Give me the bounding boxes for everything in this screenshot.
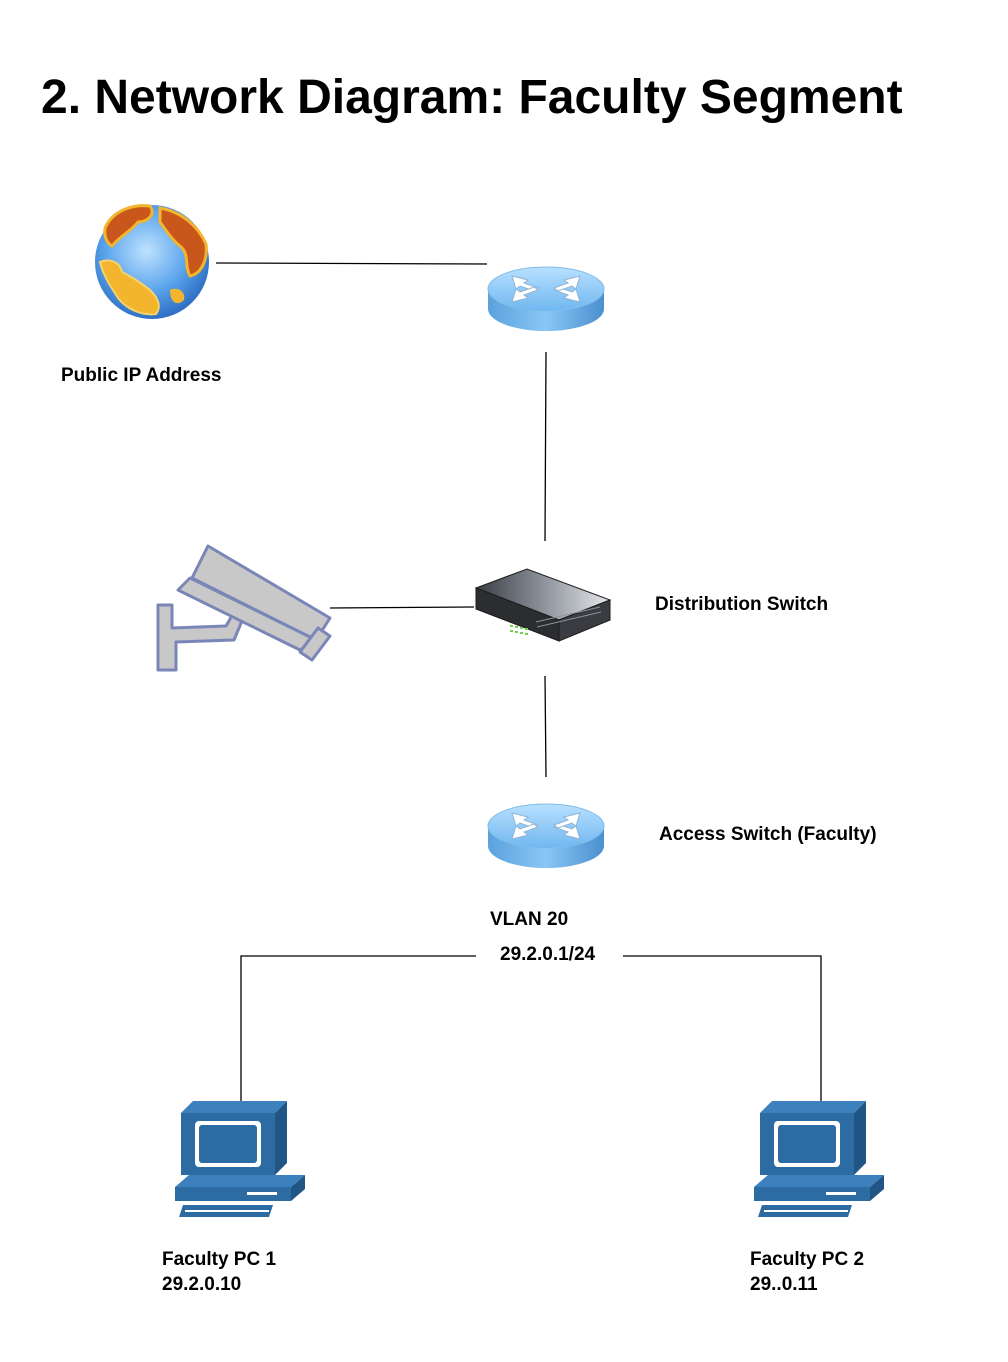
globe-icon — [95, 204, 209, 319]
desktop-computer-icon — [175, 1101, 305, 1217]
pc2-ip-label: 29..0.11 — [750, 1274, 818, 1295]
link-internet-router — [215, 262, 488, 265]
subnet-label: 29.2.0.1/24 — [500, 944, 596, 965]
pc1-ip-label: 29.2.0.10 — [162, 1274, 242, 1295]
link-camera-distribution — [329, 606, 475, 609]
desktop-computer-icon — [754, 1101, 884, 1217]
internet-label: Public IP Address — [61, 365, 222, 386]
link-access-pc2 — [623, 955, 822, 1101]
cctv-camera-icon — [156, 544, 332, 672]
link-lines — [215, 262, 822, 1101]
network-switch-icon — [474, 568, 612, 642]
vlan-label: VLAN 20 — [490, 909, 569, 930]
router-icon — [487, 266, 605, 331]
page-title: 2. Network Diagram: Faculty Segment — [41, 71, 903, 124]
pc1-name-label: Faculty PC 1 — [162, 1249, 277, 1270]
distribution-switch-label: Distribution Switch — [655, 594, 829, 615]
router-icon — [487, 803, 605, 868]
link-access-pc1 — [240, 955, 476, 1101]
link-distribution-access — [544, 675, 547, 778]
access-switch-label: Access Switch (Faculty) — [659, 824, 877, 845]
pc2-name-label: Faculty PC 2 — [750, 1249, 865, 1270]
link-router-distribution — [544, 351, 547, 542]
